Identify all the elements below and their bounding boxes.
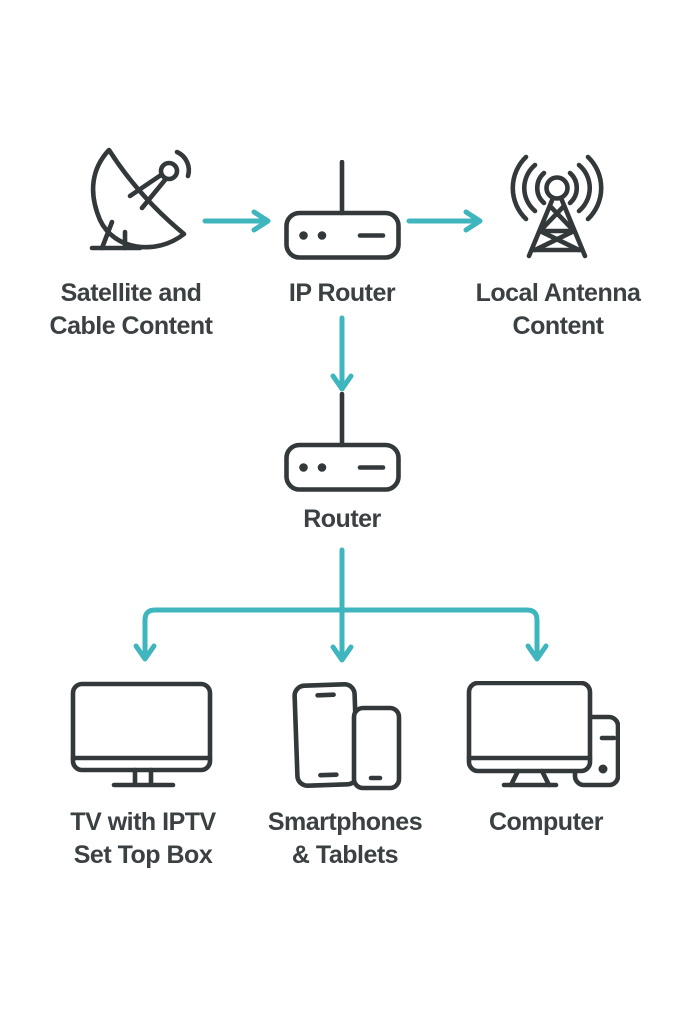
radio-wave-right [576, 162, 593, 214]
router-led [317, 231, 327, 240]
router-icon [284, 392, 401, 492]
dish-feed [158, 160, 180, 182]
satellite-label: Satellite and Cable Content [49, 279, 213, 340]
router-body [284, 442, 401, 492]
satellite-dish-icon [89, 147, 192, 251]
antenna-head [544, 175, 570, 201]
tv-screen [70, 681, 213, 773]
tv-label: TV with IPTV Set Top Box [70, 808, 216, 869]
arrow-satellite-to-ip-router [202, 209, 271, 233]
arrow-router-to-devices-trunk [330, 547, 354, 663]
radio-wave-right [585, 154, 604, 222]
tower-button [598, 764, 608, 774]
antenna-tower-icon [510, 154, 604, 259]
monitor-screen [466, 681, 593, 774]
arrow-ip-router-to-router [330, 315, 354, 392]
router-led [299, 231, 308, 240]
tablet [292, 682, 360, 788]
dish-bowl [90, 147, 187, 250]
radio-wave-left [510, 154, 529, 222]
local-antenna-label: Local Antenna Content [475, 279, 641, 340]
desktop-computer-icon [466, 681, 620, 788]
router-icon [284, 160, 401, 260]
tv-monitor-icon [70, 681, 213, 788]
smartphone [351, 705, 402, 791]
router-led [299, 463, 308, 472]
router-body [284, 210, 401, 260]
radio-wave-right [567, 170, 580, 206]
router-label: Router [303, 505, 381, 533]
radio-wave-left [534, 170, 547, 206]
branch-line-router-to-tv-and-computer [133, 607, 549, 662]
arrow-ip-router-to-antenna [406, 209, 483, 233]
signal-wave [174, 149, 192, 179]
smartphones-tablets-label: Smartphones & Tablets [267, 808, 423, 869]
smartphones-tablets-icon [292, 682, 402, 791]
router-led [317, 463, 327, 472]
computer-label: Computer [488, 808, 604, 836]
ip-router-label: IP Router [288, 279, 396, 307]
